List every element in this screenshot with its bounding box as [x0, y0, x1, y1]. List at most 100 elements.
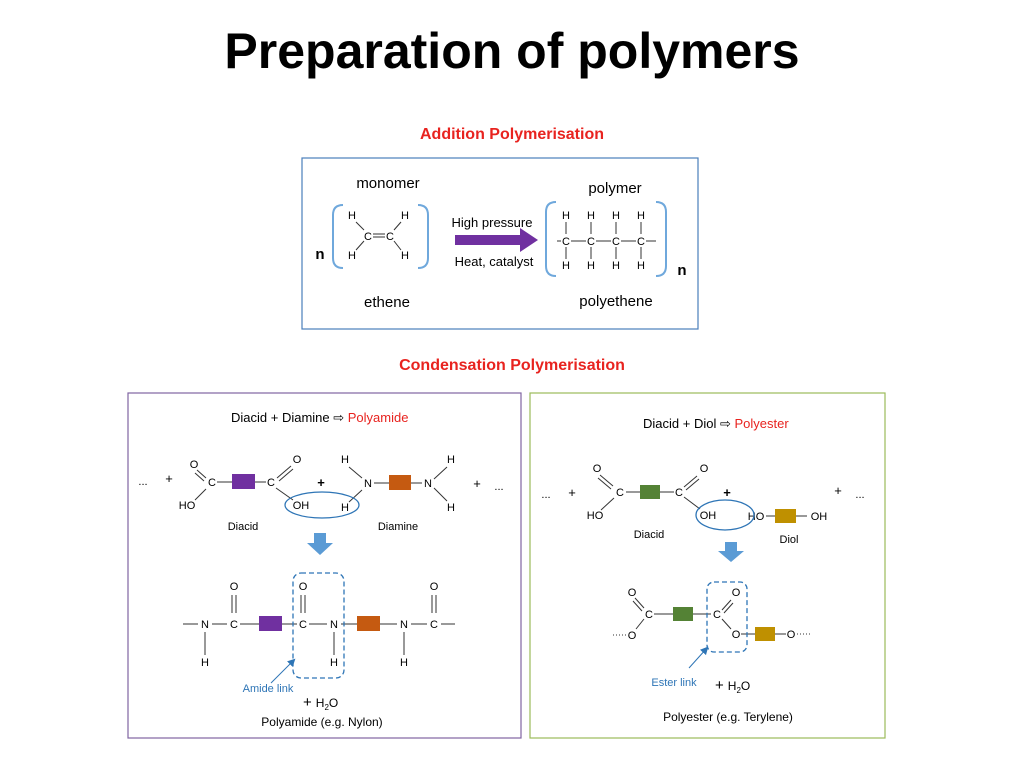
- atom-n: N: [364, 478, 372, 490]
- equation-product: Polyamide: [348, 410, 409, 425]
- addition-panel: monomer ethene n H H H H C C High pressu…: [301, 157, 699, 330]
- monomer-left-bracket: [332, 204, 344, 269]
- group-oh: OH: [700, 510, 717, 522]
- plus-sign: +: [568, 485, 576, 500]
- plus-sign: +: [473, 476, 481, 491]
- atom-h: H: [587, 210, 595, 222]
- ethene-structure: H H H H C C: [348, 210, 409, 262]
- down-arrow: [718, 542, 744, 562]
- atom-o: O: [732, 629, 741, 641]
- water-loss-ellipse: [284, 491, 360, 519]
- atom-c: C: [637, 236, 645, 248]
- group-ho: HO: [179, 500, 196, 512]
- group-ho: HO: [748, 511, 765, 523]
- group-ho: HO: [587, 510, 604, 522]
- condition-bottom: Heat, catalyst: [455, 254, 534, 269]
- atom-h: H: [562, 260, 570, 272]
- atom-h: H: [401, 250, 409, 262]
- diamine-block: [389, 475, 411, 490]
- atom-o: O: [700, 463, 709, 475]
- water-sub: 2: [324, 703, 329, 712]
- atom-h: H: [637, 260, 645, 272]
- atom-o: O: [628, 587, 637, 599]
- polyamide-reactant-bonds: [194, 465, 448, 503]
- atom-o: O: [293, 454, 302, 466]
- atom-c: C: [612, 236, 620, 248]
- polymer-right-bracket: [655, 201, 667, 277]
- water-o: O: [329, 696, 338, 710]
- diol-block: [775, 509, 796, 523]
- polyester-caption: Polyester (e.g. Terylene): [663, 710, 793, 724]
- atom-n: N: [424, 478, 432, 490]
- atom-c: C: [645, 609, 653, 621]
- polyester-panel: Diacid + Diol ⇨ Polyester ... + O C HO C…: [529, 392, 886, 739]
- atom-c: C: [616, 487, 624, 499]
- slide-title: Preparation of polymers: [224, 23, 800, 79]
- plus-sign: +: [165, 471, 173, 486]
- polymer-name: polyethene: [579, 293, 652, 310]
- atom-c: C: [299, 619, 307, 631]
- atom-c: C: [267, 477, 275, 489]
- ellipsis: ...: [138, 476, 147, 488]
- ellipsis: ...: [494, 481, 503, 493]
- atom-c: C: [364, 231, 372, 243]
- atom-n: N: [330, 619, 338, 631]
- atom-n: N: [201, 619, 209, 631]
- diamine-label: Diamine: [378, 521, 418, 533]
- polyamide-product-bonds: [183, 595, 455, 655]
- group-oh: OH: [811, 511, 828, 523]
- polyester-reactant-bonds: [597, 474, 807, 517]
- atom-o: O: [190, 459, 199, 471]
- polyamide-panel: Diacid + Diamine ⇨ Polyamide ... + O C H…: [127, 392, 522, 739]
- ester-link-box: [706, 581, 748, 653]
- polyester-box: [529, 392, 886, 739]
- polyamide-product: N C O H C O N H N H C O: [201, 581, 439, 669]
- diacid-block: [232, 474, 255, 489]
- monomer-name: ethene: [364, 294, 410, 311]
- atom-h: H: [348, 250, 356, 262]
- monomer-right-bracket: [417, 204, 429, 269]
- atom-h: H: [330, 657, 338, 669]
- atom-h: H: [201, 657, 209, 669]
- atom-o: O: [593, 463, 602, 475]
- diacid-block: [640, 485, 660, 499]
- atom-o: O: [299, 581, 308, 593]
- ester-link-pointer: [688, 646, 709, 669]
- reaction-arrow: [455, 228, 538, 252]
- polyamide-box: [127, 392, 522, 739]
- equation-product: Polyester: [734, 416, 789, 431]
- monomer-coefficient: n: [315, 246, 324, 263]
- diol-block: [755, 627, 775, 641]
- diol-label: Diol: [780, 534, 799, 546]
- monomer-label: monomer: [356, 175, 419, 192]
- atom-h: H: [562, 210, 570, 222]
- polyester-product-bonds: [613, 597, 810, 636]
- atom-h: H: [637, 210, 645, 222]
- water-o: O: [741, 679, 750, 693]
- amide-link-pointer: [270, 658, 296, 684]
- addition-heading: Addition Polymerisation: [419, 126, 604, 143]
- atom-o: O: [430, 581, 439, 593]
- condition-top: High pressure: [452, 215, 533, 230]
- ellipsis: ...: [541, 489, 550, 501]
- addition-box: [301, 157, 699, 330]
- polyamide-caption: Polyamide (e.g. Nylon): [261, 715, 382, 729]
- water-plus: +: [303, 694, 312, 711]
- atom-c: C: [713, 609, 721, 621]
- water-h: H: [316, 696, 325, 710]
- atom-h: H: [348, 210, 356, 222]
- polyamide-equation: Diacid + Diamine ⇨ Polyamide: [231, 410, 408, 425]
- water-loss-ellipse: [695, 499, 755, 531]
- ellipsis: ...: [855, 489, 864, 501]
- polymer-left-bracket: [545, 201, 557, 277]
- atom-o: O: [628, 630, 637, 642]
- atom-c: C: [430, 619, 438, 631]
- atom-c: C: [230, 619, 238, 631]
- atom-h: H: [587, 260, 595, 272]
- atom-o: O: [732, 587, 741, 599]
- atom-h: H: [341, 502, 349, 514]
- acid-block: [673, 607, 693, 621]
- polymer-subscript: n: [677, 262, 686, 279]
- water-sub: 2: [736, 686, 741, 695]
